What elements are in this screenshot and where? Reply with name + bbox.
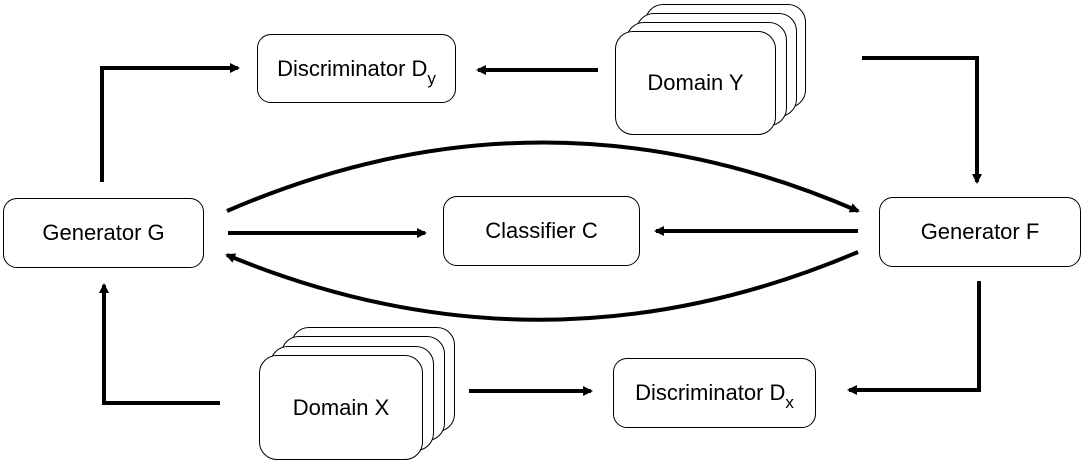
discriminator-dy-text: Discriminator D — [277, 55, 428, 81]
edge-domain-y-to-generator-f — [862, 56, 982, 184]
generator-g-node: Generator G — [3, 198, 204, 268]
discriminator-dy-node: Discriminator Dy — [257, 34, 456, 103]
generator-g-label: Generator G — [42, 220, 165, 245]
edge-generator-g-to-discriminator-dy — [100, 63, 240, 182]
edge-generator-f-to-generator-g — [225, 250, 859, 322]
discriminator-dy-subscript: y — [427, 68, 436, 88]
domain-y-node: Domain Y — [615, 31, 776, 135]
discriminator-dy-label: Discriminator Dy — [277, 55, 436, 88]
classifier-c-node: Classifier C — [443, 196, 640, 266]
edge-generator-f-to-discriminator-dx — [847, 281, 981, 395]
discriminator-dx-subscript: x — [785, 393, 794, 412]
generator-f-label: Generator F — [920, 219, 1040, 244]
edge-generator-g-to-generator-f — [226, 140, 860, 213]
discriminator-dx-node: Discriminator Dx — [613, 358, 816, 428]
edge-domain-x-to-generator-g — [99, 283, 220, 405]
classifier-c-label: Classifier C — [485, 218, 598, 243]
generator-f-node: Generator F — [879, 197, 1081, 267]
domain-x-label: Domain X — [292, 394, 390, 420]
discriminator-dx-label: Discriminator Dx — [635, 380, 794, 412]
domain-x-node: Domain X — [259, 355, 423, 460]
domain-y-label: Domain Y — [647, 70, 744, 95]
discriminator-dx-text: Discriminator D — [635, 380, 786, 405]
